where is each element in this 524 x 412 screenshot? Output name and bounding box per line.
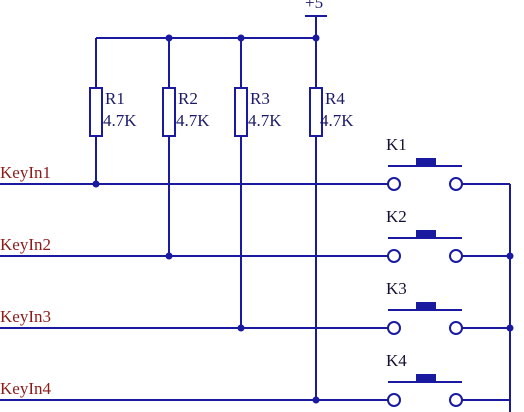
- resistor-r4: R4 4.7K: [309, 38, 354, 400]
- resistor-name: R3: [250, 89, 270, 108]
- resistor-name: R2: [178, 89, 198, 108]
- switch-label: K4: [386, 351, 407, 370]
- resistor-name: R4: [325, 89, 345, 108]
- resistor-value: 4.7K: [248, 111, 282, 130]
- resistor-value: 4.7K: [103, 111, 137, 130]
- resistor-r2: R2 4.7K: [162, 38, 210, 256]
- signal-line-keyin4: KeyIn4: [0, 379, 388, 404]
- switch-label: K3: [386, 279, 407, 298]
- signal-line-keyin3: KeyIn3: [0, 307, 388, 332]
- resistor-value: 4.7K: [176, 111, 210, 130]
- signal-label: KeyIn1: [0, 163, 51, 182]
- signal-label: KeyIn2: [0, 235, 51, 254]
- resistor-name: R1: [105, 89, 125, 108]
- switch-k1: K1: [386, 135, 510, 191]
- signal-line-keyin1: KeyIn1: [0, 163, 388, 188]
- switch-k4: K4: [386, 351, 510, 407]
- resistor-value: 4.7K: [320, 111, 354, 130]
- resistor-r1: R1 4.7K: [89, 38, 137, 184]
- signal-line-keyin2: KeyIn2: [0, 235, 388, 260]
- switch-label: K2: [386, 207, 407, 226]
- switch-k3: K3: [386, 279, 514, 335]
- power-label: +5: [305, 0, 323, 12]
- power-symbol: +5: [305, 0, 327, 38]
- resistor-r3: R3 4.7K: [234, 38, 282, 328]
- switch-label: K1: [386, 135, 407, 154]
- signal-label: KeyIn4: [0, 379, 51, 398]
- switch-k2: K2: [386, 207, 514, 263]
- signal-label: KeyIn3: [0, 307, 51, 326]
